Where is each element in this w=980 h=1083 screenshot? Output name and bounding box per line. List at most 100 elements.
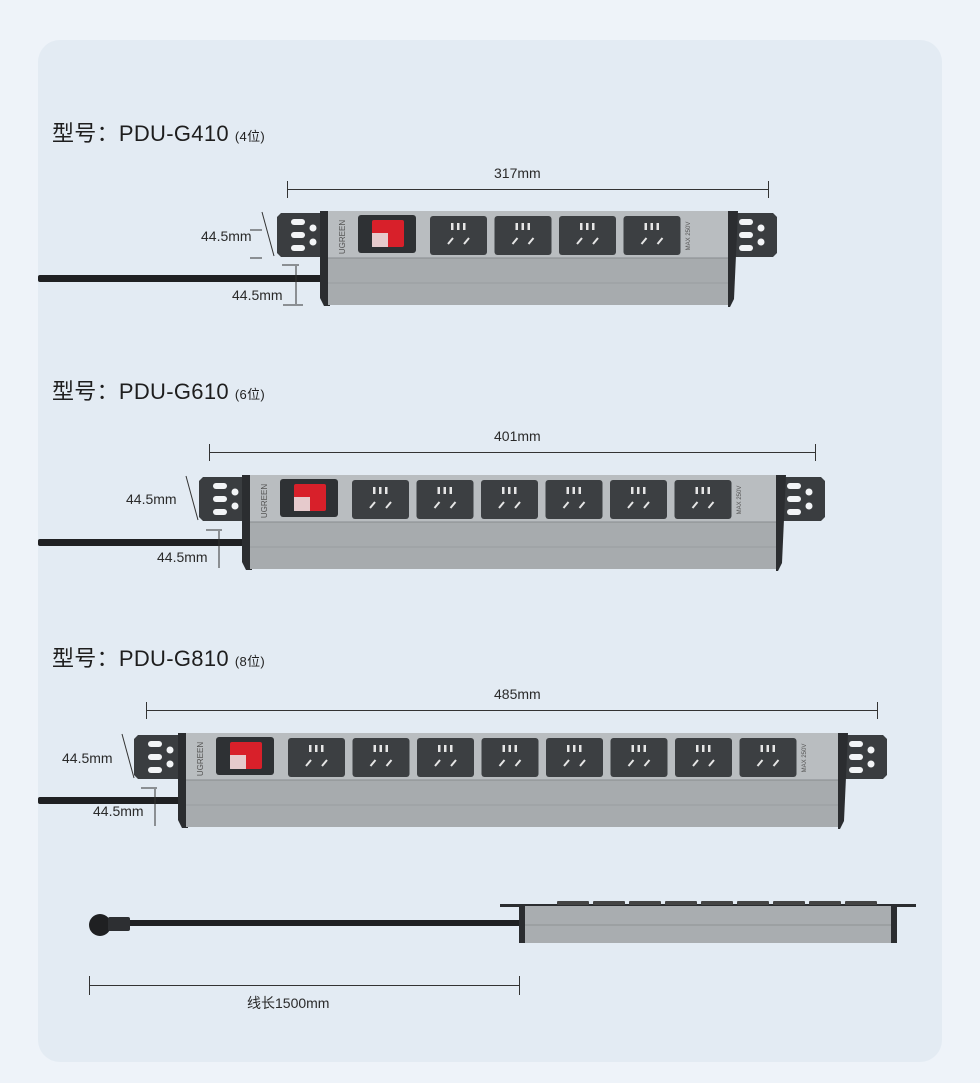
mounting-bracket-left [199, 477, 251, 521]
outlet-pin-slot [450, 745, 453, 752]
outlet-pin-slot [369, 759, 377, 767]
outlet-pin-slot [562, 501, 570, 509]
width-label-g410: 317mm [494, 165, 541, 181]
outlet-pin-slot [592, 223, 595, 230]
dimension-line [121, 733, 135, 779]
end-cap-right [838, 733, 848, 829]
outlet-pin-slot [369, 501, 376, 509]
outlet-pin-slot [637, 487, 640, 494]
outlet-socket [623, 216, 681, 255]
end-cap-left [178, 733, 188, 828]
outlet-pin-slot [760, 745, 763, 752]
outlet-pin-slot [627, 759, 635, 767]
plug-body [108, 917, 130, 931]
outlet-pin-slot [696, 745, 699, 752]
outlet-pin-slot [772, 759, 780, 767]
outlet-pin-slot [508, 745, 511, 752]
side-outlet-top [773, 901, 805, 905]
outlet-pin-slot [702, 745, 705, 752]
rating-label: MAX 250V [686, 222, 692, 251]
outlet-pin-slot [691, 501, 699, 509]
outlet-pin-slot [644, 223, 647, 230]
strip-front-face [186, 780, 838, 827]
outlet-pin-slot [502, 745, 505, 752]
side-outlet-top [665, 901, 697, 905]
outlet-pin-slot [579, 745, 582, 752]
side-outlet-top [593, 901, 625, 905]
outlet-pin-slot [437, 487, 440, 494]
side-bracket-line [500, 904, 916, 907]
side-outlet-top [737, 901, 769, 905]
outlet-pin-slot [498, 759, 506, 767]
outlet-pin-slot [514, 745, 517, 752]
end-cap-right [728, 211, 738, 307]
mounting-bracket-right [725, 213, 777, 257]
model-title-g810: 型号：PDU-G810(8位) [52, 646, 265, 671]
outlet-socket [494, 216, 552, 255]
mounting-bracket-left [134, 735, 186, 779]
cable-length-label: 线长1500mm [247, 995, 330, 1011]
outlet-pin-slot [444, 745, 447, 752]
outlet-pin-slot [321, 759, 328, 767]
end-cap-right [776, 475, 786, 571]
outlet-socket [417, 738, 474, 777]
outlet-socket [610, 480, 667, 519]
width-label-g810: 485mm [494, 686, 541, 702]
outlet-pin-slot [373, 487, 376, 494]
outlet-pin-slot [463, 237, 470, 245]
dimension-tick [287, 181, 288, 198]
outlet-pin-slot [656, 223, 659, 230]
outlet-socket [481, 480, 538, 519]
outlet-pin-slot [643, 759, 651, 767]
dimension-line [261, 211, 275, 257]
outlet-pin-slot [515, 223, 518, 230]
outlet-pin-slot [707, 487, 710, 494]
height-label-g610: 44.5mm [126, 491, 177, 507]
height-label-g810: 44.5mm [62, 750, 113, 766]
outlet-pin-slot [457, 223, 460, 230]
dimension-line [185, 475, 199, 521]
outlet-pin-slot [643, 745, 646, 752]
outlet-socket [545, 480, 603, 519]
outlet-pin-slot [578, 487, 581, 494]
outlet-pin-slot [567, 745, 570, 752]
outlet-pin-slot [433, 501, 441, 509]
outlet-pin-slot [527, 237, 535, 245]
side-outlet-top [809, 901, 841, 905]
outlet-pin-slot [385, 501, 392, 509]
outlet-pin-slot [766, 745, 769, 752]
side-outlet-top [845, 901, 877, 905]
outlet-pin-slot [566, 487, 569, 494]
depth-label-g810: 44.5mm [93, 803, 144, 819]
outlet-pin-slot [707, 501, 715, 509]
outlet-pin-slot [772, 745, 775, 752]
power-cable [38, 797, 188, 804]
outlet-socket [674, 480, 732, 519]
outlet-pin-slot [631, 487, 634, 494]
outlet-pin-slot [447, 237, 454, 245]
outlet-pin-slot [443, 487, 446, 494]
outlet-pin-slot [586, 223, 589, 230]
outlet-pin-slot [451, 223, 454, 230]
dimension-tick [89, 976, 90, 995]
outlet-pin-slot [576, 237, 583, 245]
width-dimension-line [146, 710, 878, 711]
rating-label: MAX 250V [737, 486, 743, 515]
outlet-pin-slot [701, 487, 704, 494]
outlet-pin-slot [514, 759, 522, 767]
dimension-tick [877, 702, 878, 719]
outlet-pin-slot [434, 759, 441, 767]
depth-label-g610: 44.5mm [157, 549, 208, 565]
brand-label: UGREEN [196, 742, 205, 776]
outlet-pin-slot [643, 501, 650, 509]
brand-label: UGREEN [260, 484, 269, 518]
end-cap-left [242, 475, 252, 570]
depth-label-g410: 44.5mm [232, 287, 283, 303]
outlet-pin-slot [521, 223, 524, 230]
outlet-socket [430, 216, 487, 255]
outlet-pin-slot [511, 237, 519, 245]
outlet-pin-slot [305, 759, 312, 767]
outlet-pin-slot [373, 745, 376, 752]
outlet-pin-slot [385, 759, 393, 767]
